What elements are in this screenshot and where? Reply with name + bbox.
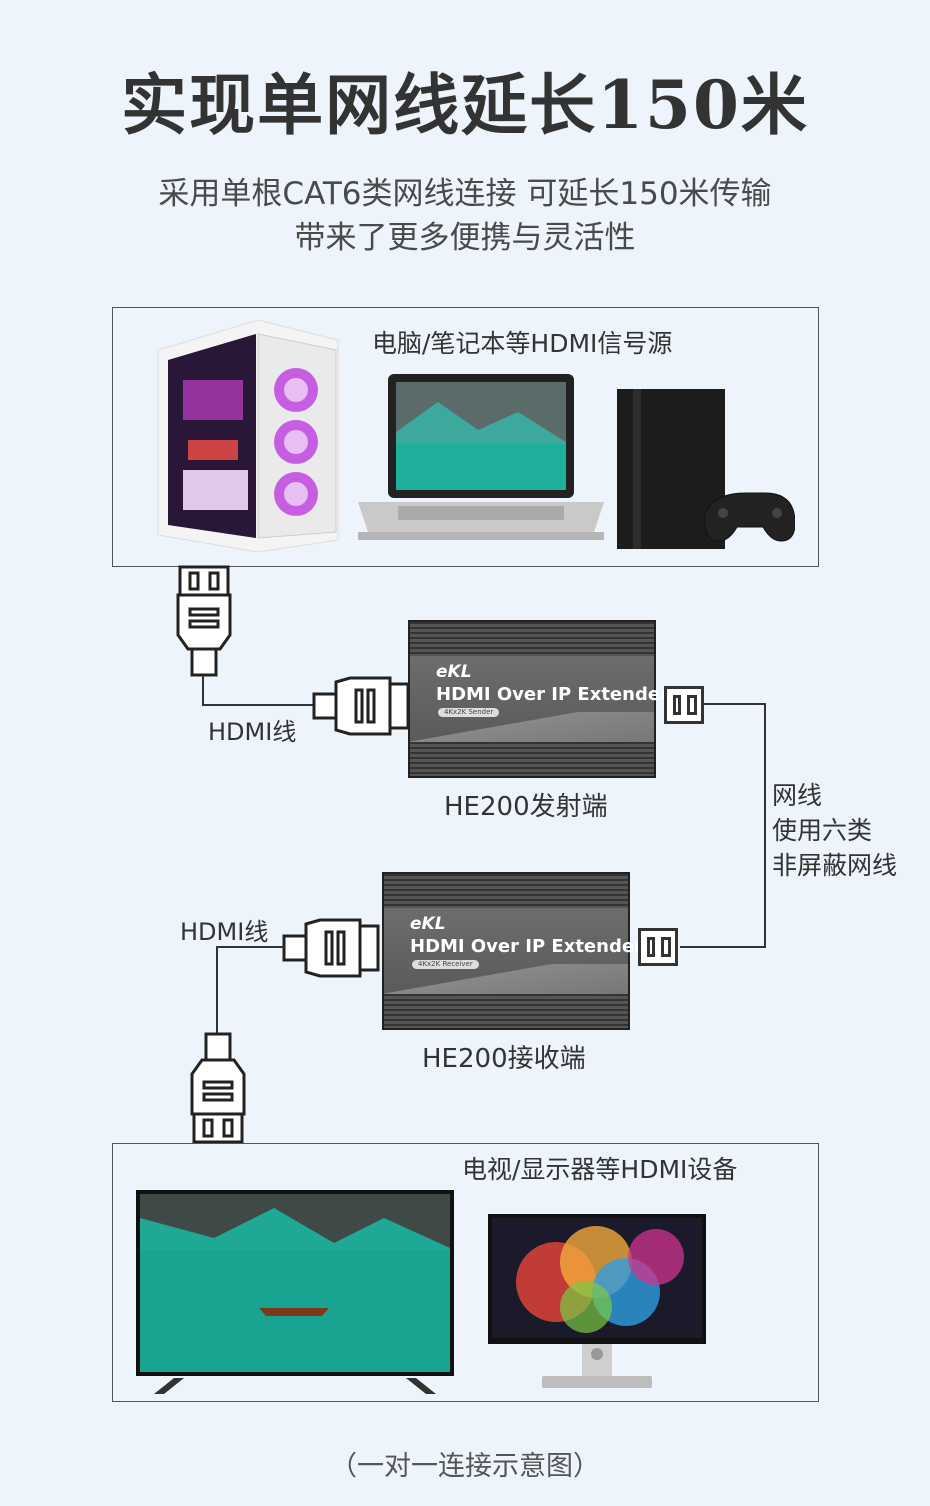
source-box-label: 电脑/笔记本等HDMI信号源 bbox=[372, 329, 673, 358]
hdmi-connector-bottom bbox=[190, 1032, 246, 1144]
hdmi-cable-label-top: HDMI线 bbox=[208, 718, 297, 746]
subtitle: 采用单根CAT6类网线连接 可延长150米传输 带来了更多便携与灵活性 bbox=[0, 172, 930, 260]
sender-face: eKL HDMI Over IP Extender 4Kx2K Sender bbox=[410, 656, 669, 742]
sender-label: HE200发射端 bbox=[444, 792, 608, 822]
network-cable-label: 网线 使用六类 非屏蔽网线 bbox=[772, 778, 897, 883]
hdmi-connector-receiver bbox=[282, 918, 380, 978]
rj45-port-sender bbox=[664, 686, 704, 724]
network-label-line-3: 非屏蔽网线 bbox=[772, 851, 898, 880]
subtitle-line-1: 采用单根CAT6类网线连接 可延长150米传输 bbox=[158, 176, 772, 212]
subtitle-line-2: 带来了更多便携与灵活性 bbox=[294, 220, 636, 256]
receiver-label: HE200接收端 bbox=[422, 1044, 586, 1074]
cable-hdmi-top-vertical bbox=[202, 676, 204, 706]
receiver-extender: eKL HDMI Over IP Extender 4Kx2K Receiver bbox=[382, 872, 643, 1030]
hdmi-cable-label-bottom: HDMI线 bbox=[180, 918, 269, 946]
rj45-port-receiver bbox=[638, 928, 678, 966]
diagram-caption: （一对一连接示意图） bbox=[330, 1451, 600, 1482]
receiver-face: eKL HDMI Over IP Extender 4Kx2K Receiver bbox=[384, 908, 643, 994]
sender-pill: 4Kx2K Sender bbox=[438, 708, 500, 717]
sender-swoosh bbox=[410, 712, 654, 742]
cable-hdmi-bottom-vertical bbox=[216, 946, 218, 1034]
receiver-brand-logo: eKL bbox=[410, 914, 446, 934]
monitor-image bbox=[488, 1214, 706, 1388]
cable-hdmi-bottom-horizontal bbox=[216, 946, 284, 948]
page-title: 实现单网线延长150米 bbox=[121, 66, 809, 144]
sender-ribs-top bbox=[410, 622, 654, 656]
tv-image bbox=[136, 1190, 454, 1394]
hdmi-connector-top bbox=[176, 565, 232, 677]
receiver-ribs-top bbox=[384, 874, 628, 908]
receiver-pill: 4Kx2K Receiver bbox=[412, 960, 479, 969]
hdmi-connector-sender bbox=[312, 676, 410, 736]
pc-tower-image bbox=[157, 320, 339, 552]
game-console-image bbox=[617, 389, 795, 549]
display-box-label: 电视/显示器等HDMI设备 bbox=[462, 1155, 738, 1184]
network-cable-top bbox=[704, 703, 766, 705]
sender-brand-logo: eKL bbox=[436, 662, 472, 682]
receiver-ribs-bottom bbox=[384, 994, 628, 1028]
network-cable-vertical bbox=[764, 703, 766, 948]
network-label-line-1: 网线 bbox=[772, 781, 823, 810]
sender-extender: eKL HDMI Over IP Extender 4Kx2K Sender bbox=[408, 620, 669, 778]
receiver-product-name: HDMI Over IP Extender bbox=[410, 936, 643, 957]
sender-product-name: HDMI Over IP Extender bbox=[436, 684, 669, 705]
cable-hdmi-top-horizontal bbox=[202, 704, 314, 706]
receiver-swoosh bbox=[384, 964, 628, 994]
network-label-line-2: 使用六类 bbox=[772, 816, 873, 845]
laptop-image bbox=[358, 374, 604, 540]
network-cable-bottom bbox=[680, 946, 766, 948]
sender-ribs-bottom bbox=[410, 742, 654, 776]
